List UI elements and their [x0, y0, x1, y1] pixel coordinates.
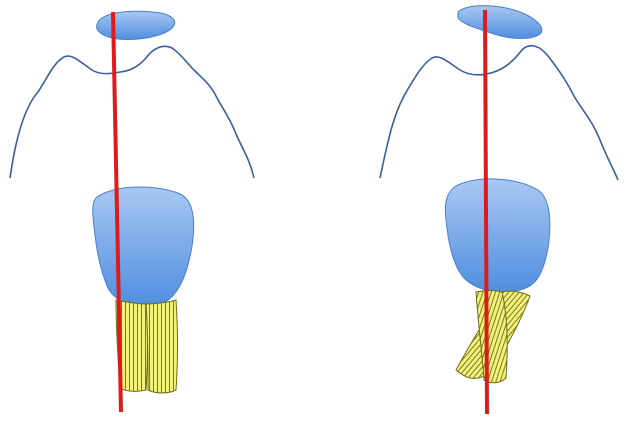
- right-panel: [380, 6, 618, 414]
- right-body-blob: [445, 179, 550, 292]
- right-top-blob: [458, 6, 542, 39]
- left-contour-line: [10, 46, 254, 178]
- left-top-blob: [97, 11, 175, 39]
- left-panel: [10, 11, 254, 412]
- left-hatched-segment-b: [146, 300, 178, 393]
- right-reference-line: [485, 10, 487, 414]
- left-body-blob: [93, 187, 194, 306]
- right-contour-line: [380, 46, 618, 180]
